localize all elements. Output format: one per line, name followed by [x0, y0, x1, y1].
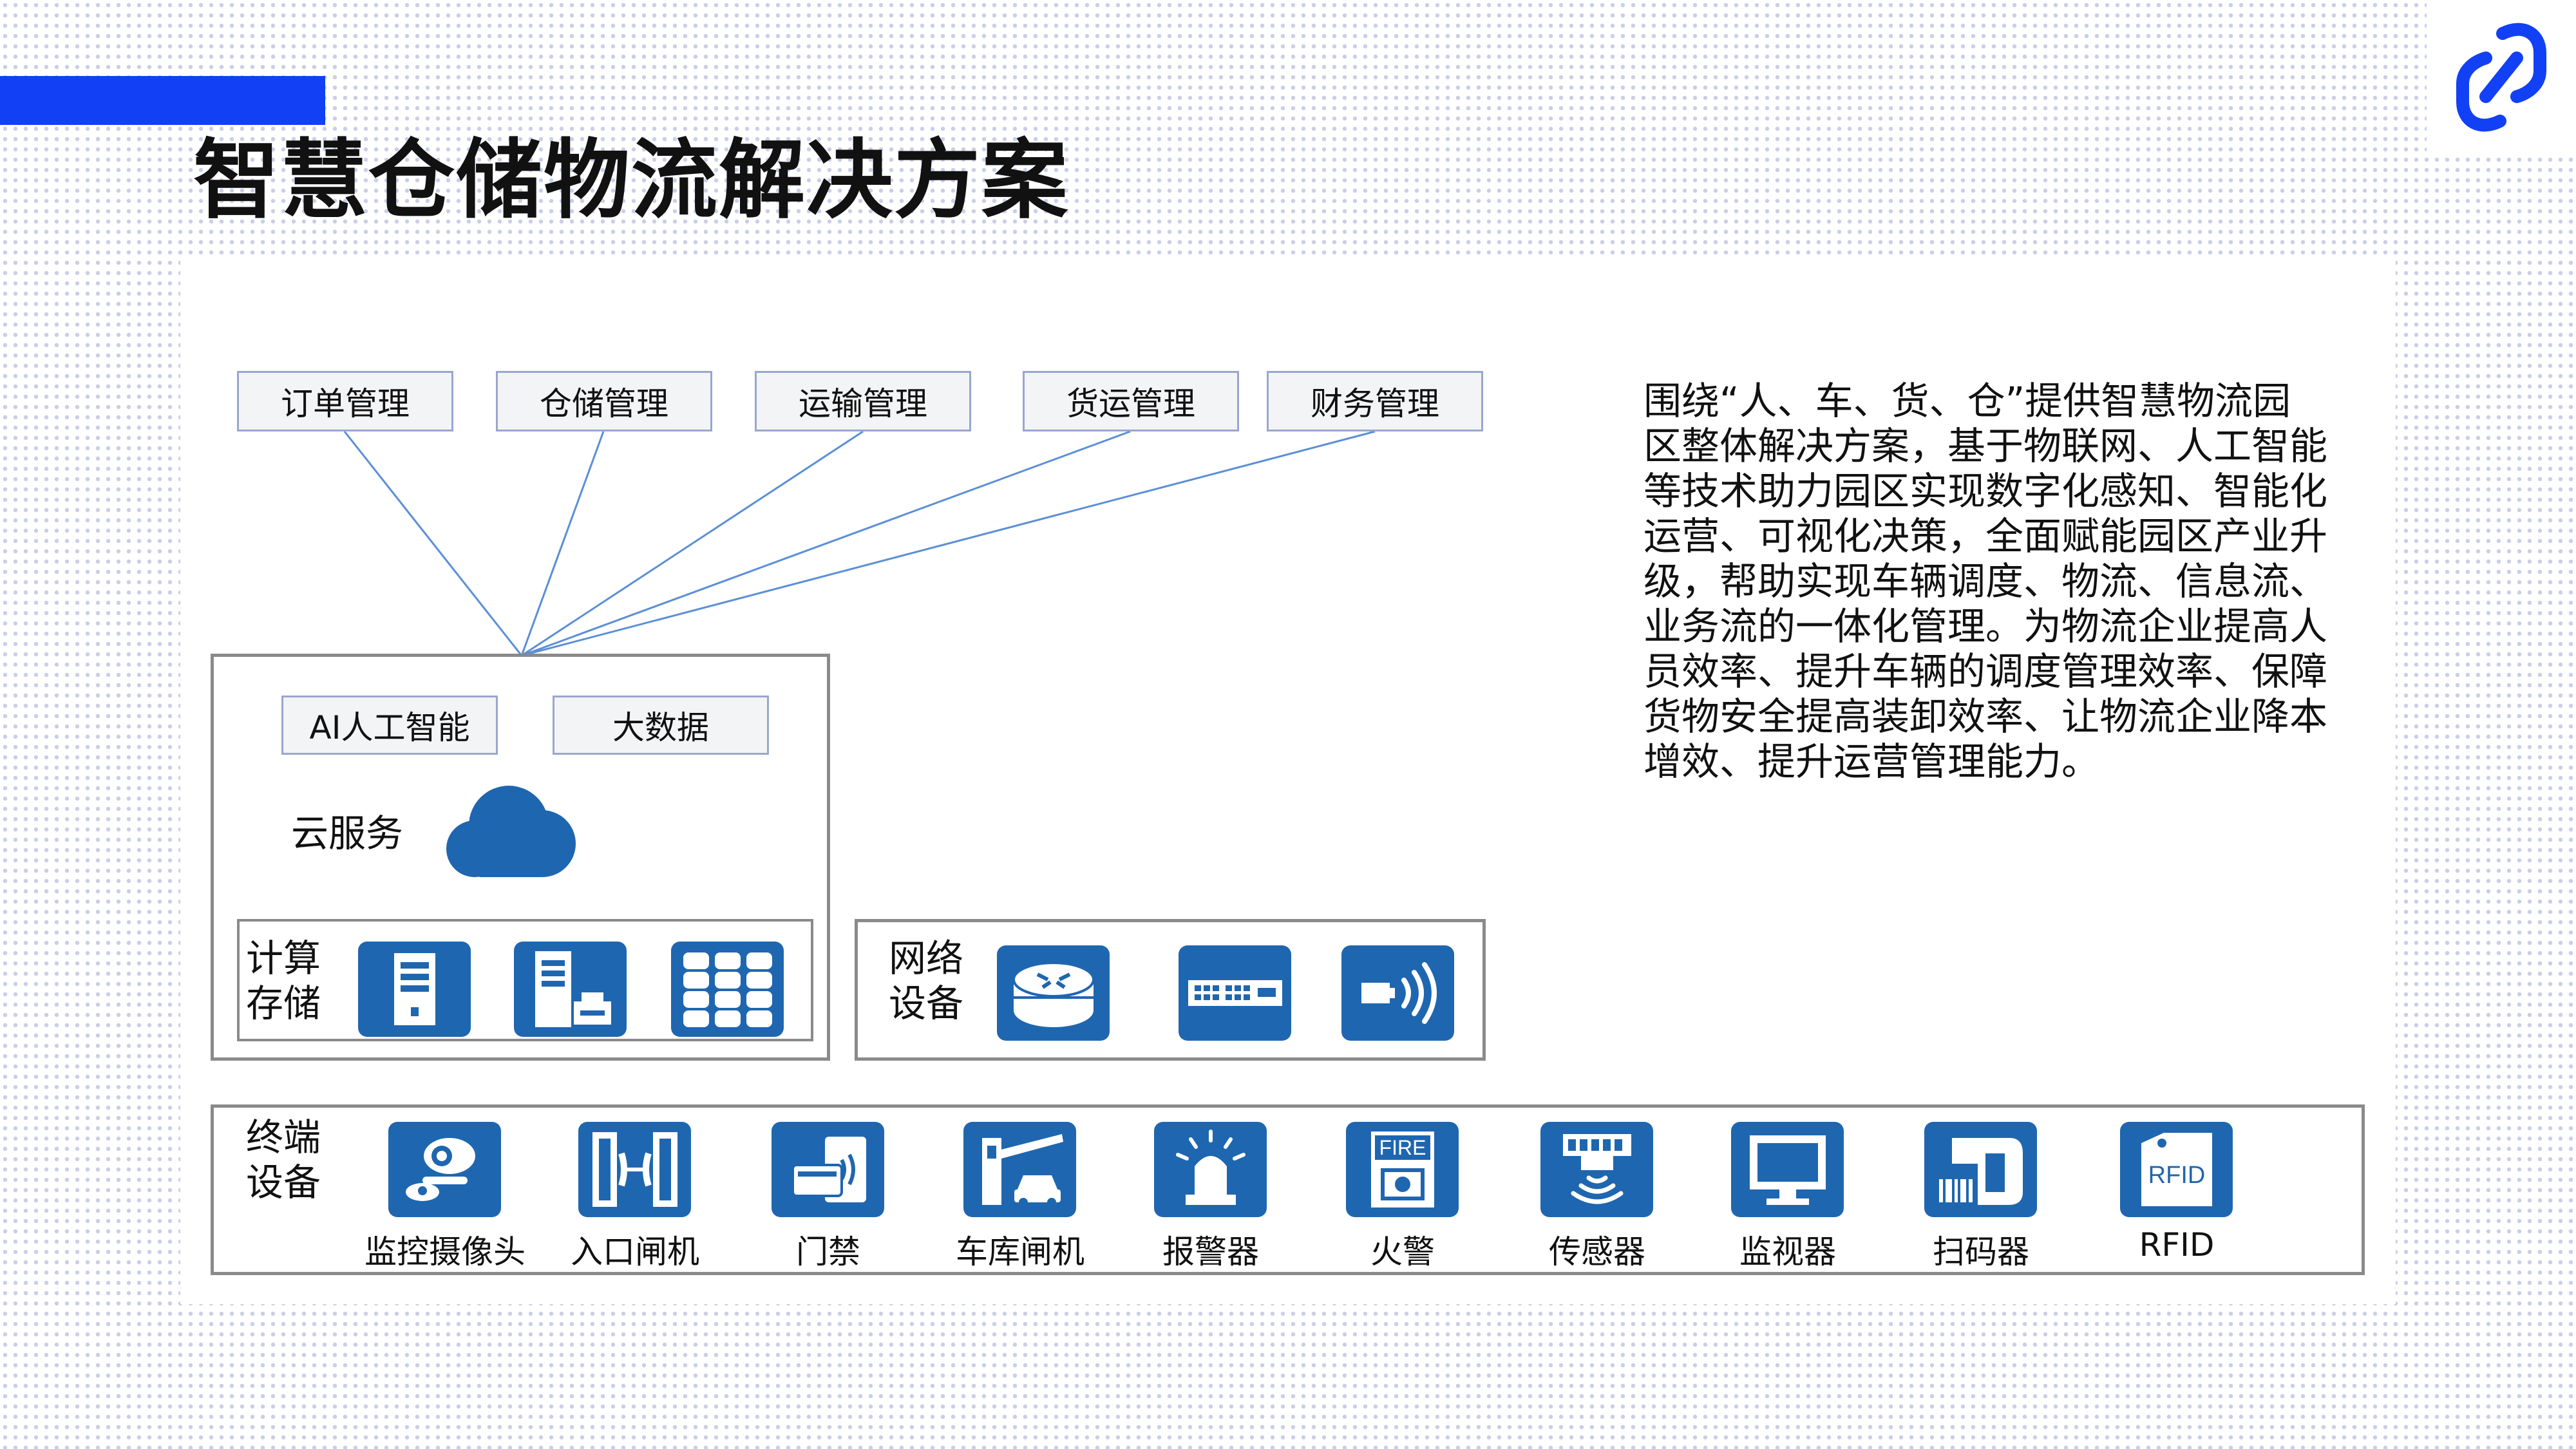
- network-label-line2: 设备: [889, 981, 964, 1025]
- camera-icon: [405, 1138, 475, 1201]
- terminal-label-line1: 终端: [246, 1115, 321, 1159]
- monitor-tile: [1731, 1122, 1844, 1217]
- server-icon: [393, 953, 435, 1025]
- device-label-camera: 监控摄像头: [365, 1233, 526, 1271]
- module-finance-management: 财务管理: [1267, 371, 1483, 431]
- device-label-access: 门禁: [796, 1233, 860, 1271]
- barcode-scanner-icon: [1938, 1138, 2023, 1205]
- description-line: 员效率、提升车辆的调度管理效率、保障: [1643, 649, 2328, 694]
- module-order-management: 订单管理: [237, 371, 453, 431]
- rfid-tile: RFID: [2120, 1122, 2233, 1217]
- alarm-light-tile: [1154, 1122, 1267, 1217]
- alarm-light-icon: [1175, 1130, 1245, 1205]
- server-tile: [358, 942, 471, 1037]
- device-label-monitor: 监视器: [1739, 1233, 1836, 1271]
- switch-icon: [1188, 980, 1282, 1006]
- compute-label-line1: 计算: [246, 936, 321, 980]
- compute-label-line2: 存储: [246, 981, 321, 1025]
- monitor-icon: [1749, 1135, 1826, 1205]
- terminal-label-line2: 设备: [246, 1160, 321, 1204]
- page-title: 智慧仓储物流解决方案: [193, 130, 1070, 231]
- wireless-ap-icon: [1361, 962, 1437, 1024]
- rfid-icon: RFID: [2141, 1133, 2212, 1206]
- device-label-alarm: 报警器: [1162, 1233, 1259, 1271]
- storage-array-icon: [683, 952, 772, 1027]
- ai-box: AI人工智能: [281, 696, 498, 755]
- turnstile-icon: [592, 1132, 677, 1207]
- rfid-badge-text: RFID: [2148, 1162, 2205, 1189]
- module-transport-management: 运输管理: [755, 371, 971, 431]
- sensor-icon: [1562, 1134, 1631, 1204]
- cloud-platform-frame: [211, 654, 830, 1061]
- accent-bar: [0, 76, 325, 125]
- fire-badge-text: FIRE: [1379, 1136, 1426, 1159]
- barrier-gate-icon: [981, 1134, 1063, 1207]
- barrier-gate-tile: [963, 1122, 1076, 1217]
- terminal-frame: [211, 1104, 2365, 1275]
- print-server-icon: [535, 951, 611, 1027]
- description-line: 货物安全提高装卸效率、让物流企业降本: [1643, 694, 2328, 739]
- compute-storage-frame: [237, 919, 813, 1041]
- access-card-tile: [772, 1122, 884, 1217]
- router-icon: [1012, 961, 1095, 1027]
- module-warehouse-management: 仓储管理: [496, 371, 712, 431]
- camera-tile: [388, 1122, 501, 1217]
- device-label-rfid: RFID: [2139, 1226, 2215, 1264]
- device-label-scanner: 扫码器: [1933, 1233, 2029, 1271]
- solution-description: 围绕“人、车、货、仓”提供智慧物流园 区整体解决方案，基于物联网、人工智能 等技…: [1643, 379, 2345, 784]
- description-line: 区整体解决方案，基于物联网、人工智能: [1643, 424, 2328, 468]
- barcode-scanner-tile: [1924, 1122, 2037, 1217]
- device-label-sensor: 传感器: [1549, 1233, 1645, 1271]
- cloud-icon: [446, 786, 576, 877]
- description-line: 级，帮助实现车辆调度、物流、信息流、: [1643, 559, 2328, 603]
- network-frame: [855, 919, 1486, 1061]
- description-line: 业务流的一体化管理。为物流企业提高人: [1643, 604, 2328, 649]
- device-label-garage-gate: 车库闸机: [956, 1233, 1084, 1271]
- fire-alarm-tile: FIRE: [1346, 1122, 1459, 1217]
- link-logo-icon: [2456, 23, 2546, 132]
- wireless-ap-tile: [1341, 945, 1454, 1041]
- brand-logo: [2427, 0, 2576, 155]
- turnstile-tile: [578, 1122, 691, 1217]
- network-label-line1: 网络: [889, 936, 964, 980]
- switch-tile: [1179, 945, 1291, 1041]
- print-server-tile: [514, 942, 627, 1037]
- module-freight-management: 货运管理: [1023, 371, 1239, 431]
- device-label-fire: 火警: [1370, 1233, 1435, 1271]
- sensor-tile: [1540, 1122, 1653, 1217]
- cloud-service-label: 云服务: [291, 811, 404, 855]
- description-line: 等技术助力园区实现数字化感知、智能化: [1643, 469, 2328, 513]
- device-label-turnstile: 入口闸机: [571, 1233, 699, 1271]
- router-tile: [997, 945, 1110, 1041]
- storage-array-tile: [671, 942, 784, 1037]
- fire-alarm-icon: FIRE: [1370, 1132, 1434, 1208]
- description-line: 围绕“人、车、货、仓”提供智慧物流园: [1643, 379, 2291, 423]
- description-line: 运营、可视化决策，全面赋能园区产业升: [1643, 514, 2328, 558]
- bigdata-box: 大数据: [553, 696, 769, 755]
- access-card-icon: [791, 1137, 866, 1202]
- description-line: 增效、提升运营管理能力。: [1643, 739, 2100, 784]
